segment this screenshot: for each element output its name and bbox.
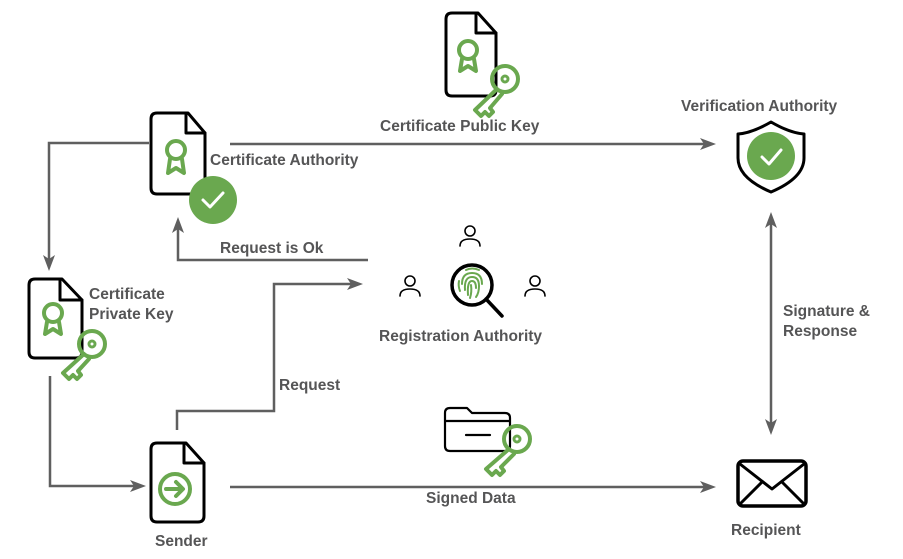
registration-authority-icon [399, 225, 546, 318]
signature-response-label: Signature & Response [783, 303, 870, 340]
registration-authority-label: Registration Authority [379, 328, 543, 345]
sender-label: Sender [155, 533, 208, 550]
request-label: Request [279, 377, 341, 394]
signed-data-label: Signed Data [426, 490, 516, 507]
verification-authority-label: Verification Authority [681, 98, 838, 115]
folder-key-icon [443, 406, 532, 477]
certificate-private-key-icon [27, 277, 107, 381]
fingerprint-magnifier-icon [450, 263, 504, 318]
shield-check-icon [736, 120, 806, 194]
document-arrow-icon [149, 441, 206, 524]
person-icon [399, 275, 421, 297]
edge-private-key-to-sender [48, 376, 146, 492]
certificate-document-check-icon [149, 111, 237, 224]
edge-signature-response [765, 212, 777, 435]
person-icon [459, 225, 481, 247]
certificate-public-key-label: Certificate Public Key [380, 118, 540, 135]
certificate-authority-label: Certificate Authority [210, 152, 359, 169]
person-icon [524, 275, 546, 297]
edge-request [175, 278, 363, 430]
edge-certificate-public-key [230, 138, 716, 150]
edge-request-is-ok [172, 217, 368, 262]
request-is-ok-label: Request is Ok [220, 240, 324, 257]
certificate-private-key-label: Certificate Private Key [89, 286, 174, 323]
recipient-label: Recipient [731, 522, 801, 539]
edge-signed-data [230, 481, 716, 493]
envelope-icon [736, 459, 808, 508]
edge-ca-to-private-key [43, 141, 149, 271]
certificate-document-key-icon [444, 11, 520, 118]
